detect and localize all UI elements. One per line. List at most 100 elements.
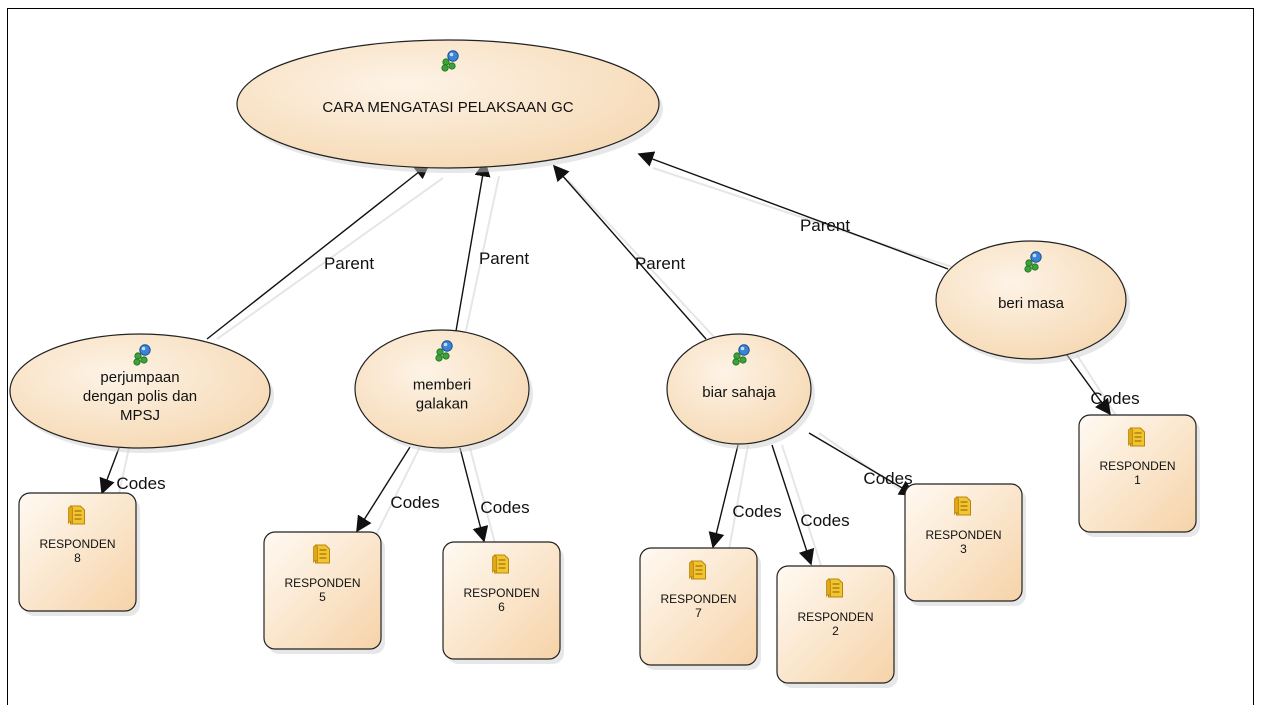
edge-label[interactable]: Parent (800, 216, 850, 235)
node-label: beri masa (998, 295, 1065, 312)
source-box (442, 541, 561, 660)
edge-line (1066, 354, 1111, 416)
edge-label[interactable]: Codes (732, 502, 781, 521)
document-icon (1128, 427, 1145, 447)
node-label: memberi (413, 377, 471, 394)
edge-line (206, 163, 431, 340)
source-label: 2 (832, 624, 839, 638)
source-label: 6 (498, 600, 505, 614)
edge-label[interactable]: Codes (863, 469, 912, 488)
source-label: 5 (319, 590, 326, 604)
edge-label[interactable]: Codes (1090, 389, 1139, 408)
edge-line (808, 432, 916, 496)
node-shape (354, 329, 530, 449)
source-box (1078, 414, 1197, 533)
node-label: galakan (416, 396, 469, 413)
edge-shadow (652, 167, 959, 270)
source-box (776, 565, 895, 684)
edge-shadow (216, 177, 444, 340)
node-shape (9, 333, 271, 449)
edge-line (99, 447, 120, 495)
edge-label[interactable]: Parent (479, 249, 529, 268)
edge-line (637, 151, 949, 270)
source-label: RESPONDEN (797, 610, 873, 624)
root-node-label: CARA MENGATASI PELAKSAAN GC (322, 99, 573, 116)
source-label: RESPONDEN (660, 592, 736, 606)
concept-node[interactable]: memberi galakan (354, 329, 533, 453)
node-label: perjumpaan (100, 369, 179, 386)
document-icon (492, 554, 509, 574)
source-box (263, 531, 382, 650)
codes-edge: Codes (708, 444, 782, 562)
edge-label[interactable]: Parent (635, 254, 685, 273)
codes-edge: Codes (771, 444, 850, 579)
parent-edge: Parent (552, 164, 717, 340)
edge-shadow (465, 175, 500, 332)
edge-label[interactable]: Codes (116, 474, 165, 493)
edge-line (552, 164, 707, 340)
codes-edge: Codes (459, 447, 530, 556)
concept-node[interactable]: biar sahaja (666, 333, 815, 449)
parent-edge: Parent (455, 160, 529, 332)
node-shape (236, 39, 660, 169)
parent-edge: Parent (206, 163, 444, 340)
source-label: 7 (695, 606, 702, 620)
edge-shadow (469, 447, 499, 556)
source-label: 8 (74, 551, 81, 565)
source-box (639, 547, 758, 666)
edge-shadow (726, 444, 749, 562)
document-icon (954, 496, 971, 516)
edge-label[interactable]: Codes (390, 493, 439, 512)
source-box (904, 483, 1023, 602)
source-label: 3 (960, 542, 967, 556)
concept-node[interactable]: CARA MENGATASI PELAKSAAN GC (236, 39, 663, 173)
parent-edge: Parent (637, 151, 959, 270)
document-icon (689, 560, 706, 580)
edge-shadow (370, 446, 421, 546)
edge-label[interactable]: Parent (324, 254, 374, 273)
source-box (18, 492, 137, 612)
node-shape (666, 333, 812, 445)
edge-line (771, 444, 815, 566)
document-icon (313, 544, 330, 564)
source-label: 1 (1134, 473, 1141, 487)
document-icon (826, 578, 843, 598)
source-label: RESPONDEN (925, 528, 1001, 542)
nodes: CARA MENGATASI PELAKSAAN GC perjumpaan den… (9, 39, 1200, 688)
node-icon (441, 50, 459, 72)
source-label: RESPONDEN (39, 537, 115, 551)
source-label: RESPONDEN (1099, 459, 1175, 473)
node-icon (1024, 251, 1042, 273)
codes-edge: Codes (356, 446, 440, 546)
node-shape (935, 240, 1127, 360)
node-icon (133, 344, 151, 366)
document-icon (68, 505, 85, 525)
edge-line (708, 444, 739, 549)
edge-label[interactable]: Codes (480, 498, 529, 517)
node-label: dengan polis dan (83, 388, 197, 405)
edge-label[interactable]: Codes (800, 511, 849, 530)
source-label: RESPONDEN (284, 576, 360, 590)
source-label: RESPONDEN (463, 586, 539, 600)
edge-line (459, 447, 489, 543)
edge-shadow (567, 179, 717, 340)
node-icon (435, 340, 453, 362)
edge-line (356, 446, 411, 533)
node-icon (732, 344, 750, 366)
node-label: MPSJ (120, 407, 160, 424)
edge-shadow (781, 444, 826, 579)
node-label: biar sahaja (702, 384, 776, 401)
edge-line (455, 160, 491, 332)
concept-node[interactable]: beri masa (935, 240, 1130, 364)
